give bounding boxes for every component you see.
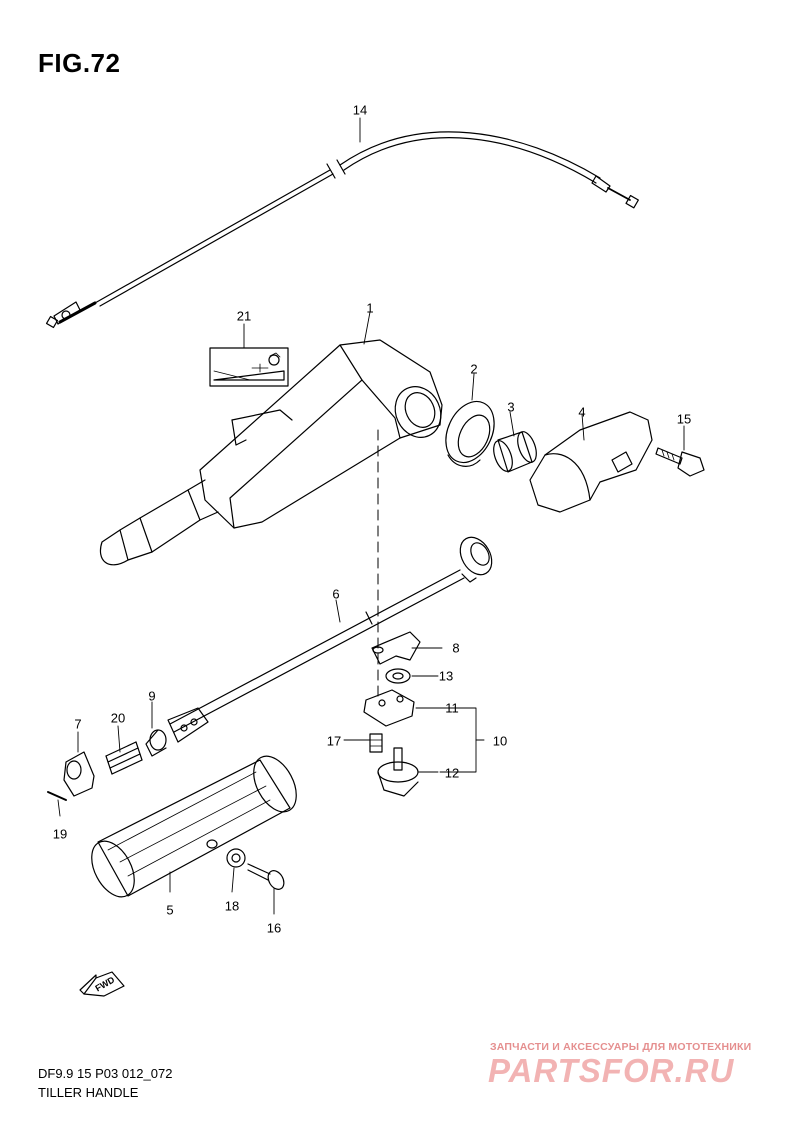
callout-8: 8: [452, 640, 460, 656]
callout-14: 14: [352, 102, 368, 118]
tiller-cover: [529, 411, 653, 513]
callout-17: 17: [326, 733, 342, 749]
callout-15: 15: [676, 411, 692, 427]
tiller-handle-body: [99, 339, 443, 566]
lock-washer: [226, 848, 246, 868]
watermark-brand: PARTSFOR.RU: [488, 1052, 735, 1089]
callout-16: 16: [266, 920, 282, 936]
callout-18: 18: [224, 898, 240, 914]
throttle-shaft: [167, 536, 493, 743]
friction-piece: [363, 689, 415, 727]
callout-6: 6: [332, 586, 340, 602]
spring: [105, 741, 143, 775]
warning-label: [209, 347, 289, 387]
throttle-cable: [45, 131, 639, 329]
callout-19: 19: [52, 826, 68, 842]
callout-13: 13: [438, 668, 454, 684]
callout-21: 21: [236, 308, 252, 324]
figure-name: TILLER HANDLE: [38, 1085, 139, 1100]
throttle-grip: [91, 755, 297, 898]
friction-adjuster: [377, 747, 419, 797]
grip-end-piece: [63, 751, 95, 797]
callout-2: 2: [470, 361, 478, 377]
screw: [369, 733, 383, 753]
washer: [385, 668, 411, 684]
collar: [493, 431, 537, 473]
grip-screw: [247, 863, 285, 890]
leader-lines: [57, 117, 685, 915]
callout-12: 12: [444, 765, 460, 781]
fwd-arrow-icon: FWD: [79, 971, 125, 997]
callout-4: 4: [578, 404, 586, 420]
bolt: [655, 447, 705, 477]
callout-1: 1: [366, 300, 374, 316]
callout-3: 3: [507, 399, 515, 415]
callout-20: 20: [110, 710, 126, 726]
callout-5: 5: [166, 902, 174, 918]
pin: [47, 791, 67, 801]
figure-code: DF9.9 15 P03 012_072: [38, 1066, 173, 1081]
callout-10: 10: [492, 733, 508, 749]
collar-small: [145, 729, 167, 757]
bushing: [445, 400, 495, 467]
callout-7: 7: [74, 716, 82, 732]
watermark-tagline: ЗАПЧАСТИ И АКСЕССУАРЫ ДЛЯ МОТОТЕХНИКИ: [490, 1041, 752, 1053]
figure-title: FIG.72: [38, 48, 121, 78]
callout-9: 9: [148, 688, 156, 704]
callout-11: 11: [445, 700, 459, 716]
stopper-plate: [371, 631, 421, 665]
